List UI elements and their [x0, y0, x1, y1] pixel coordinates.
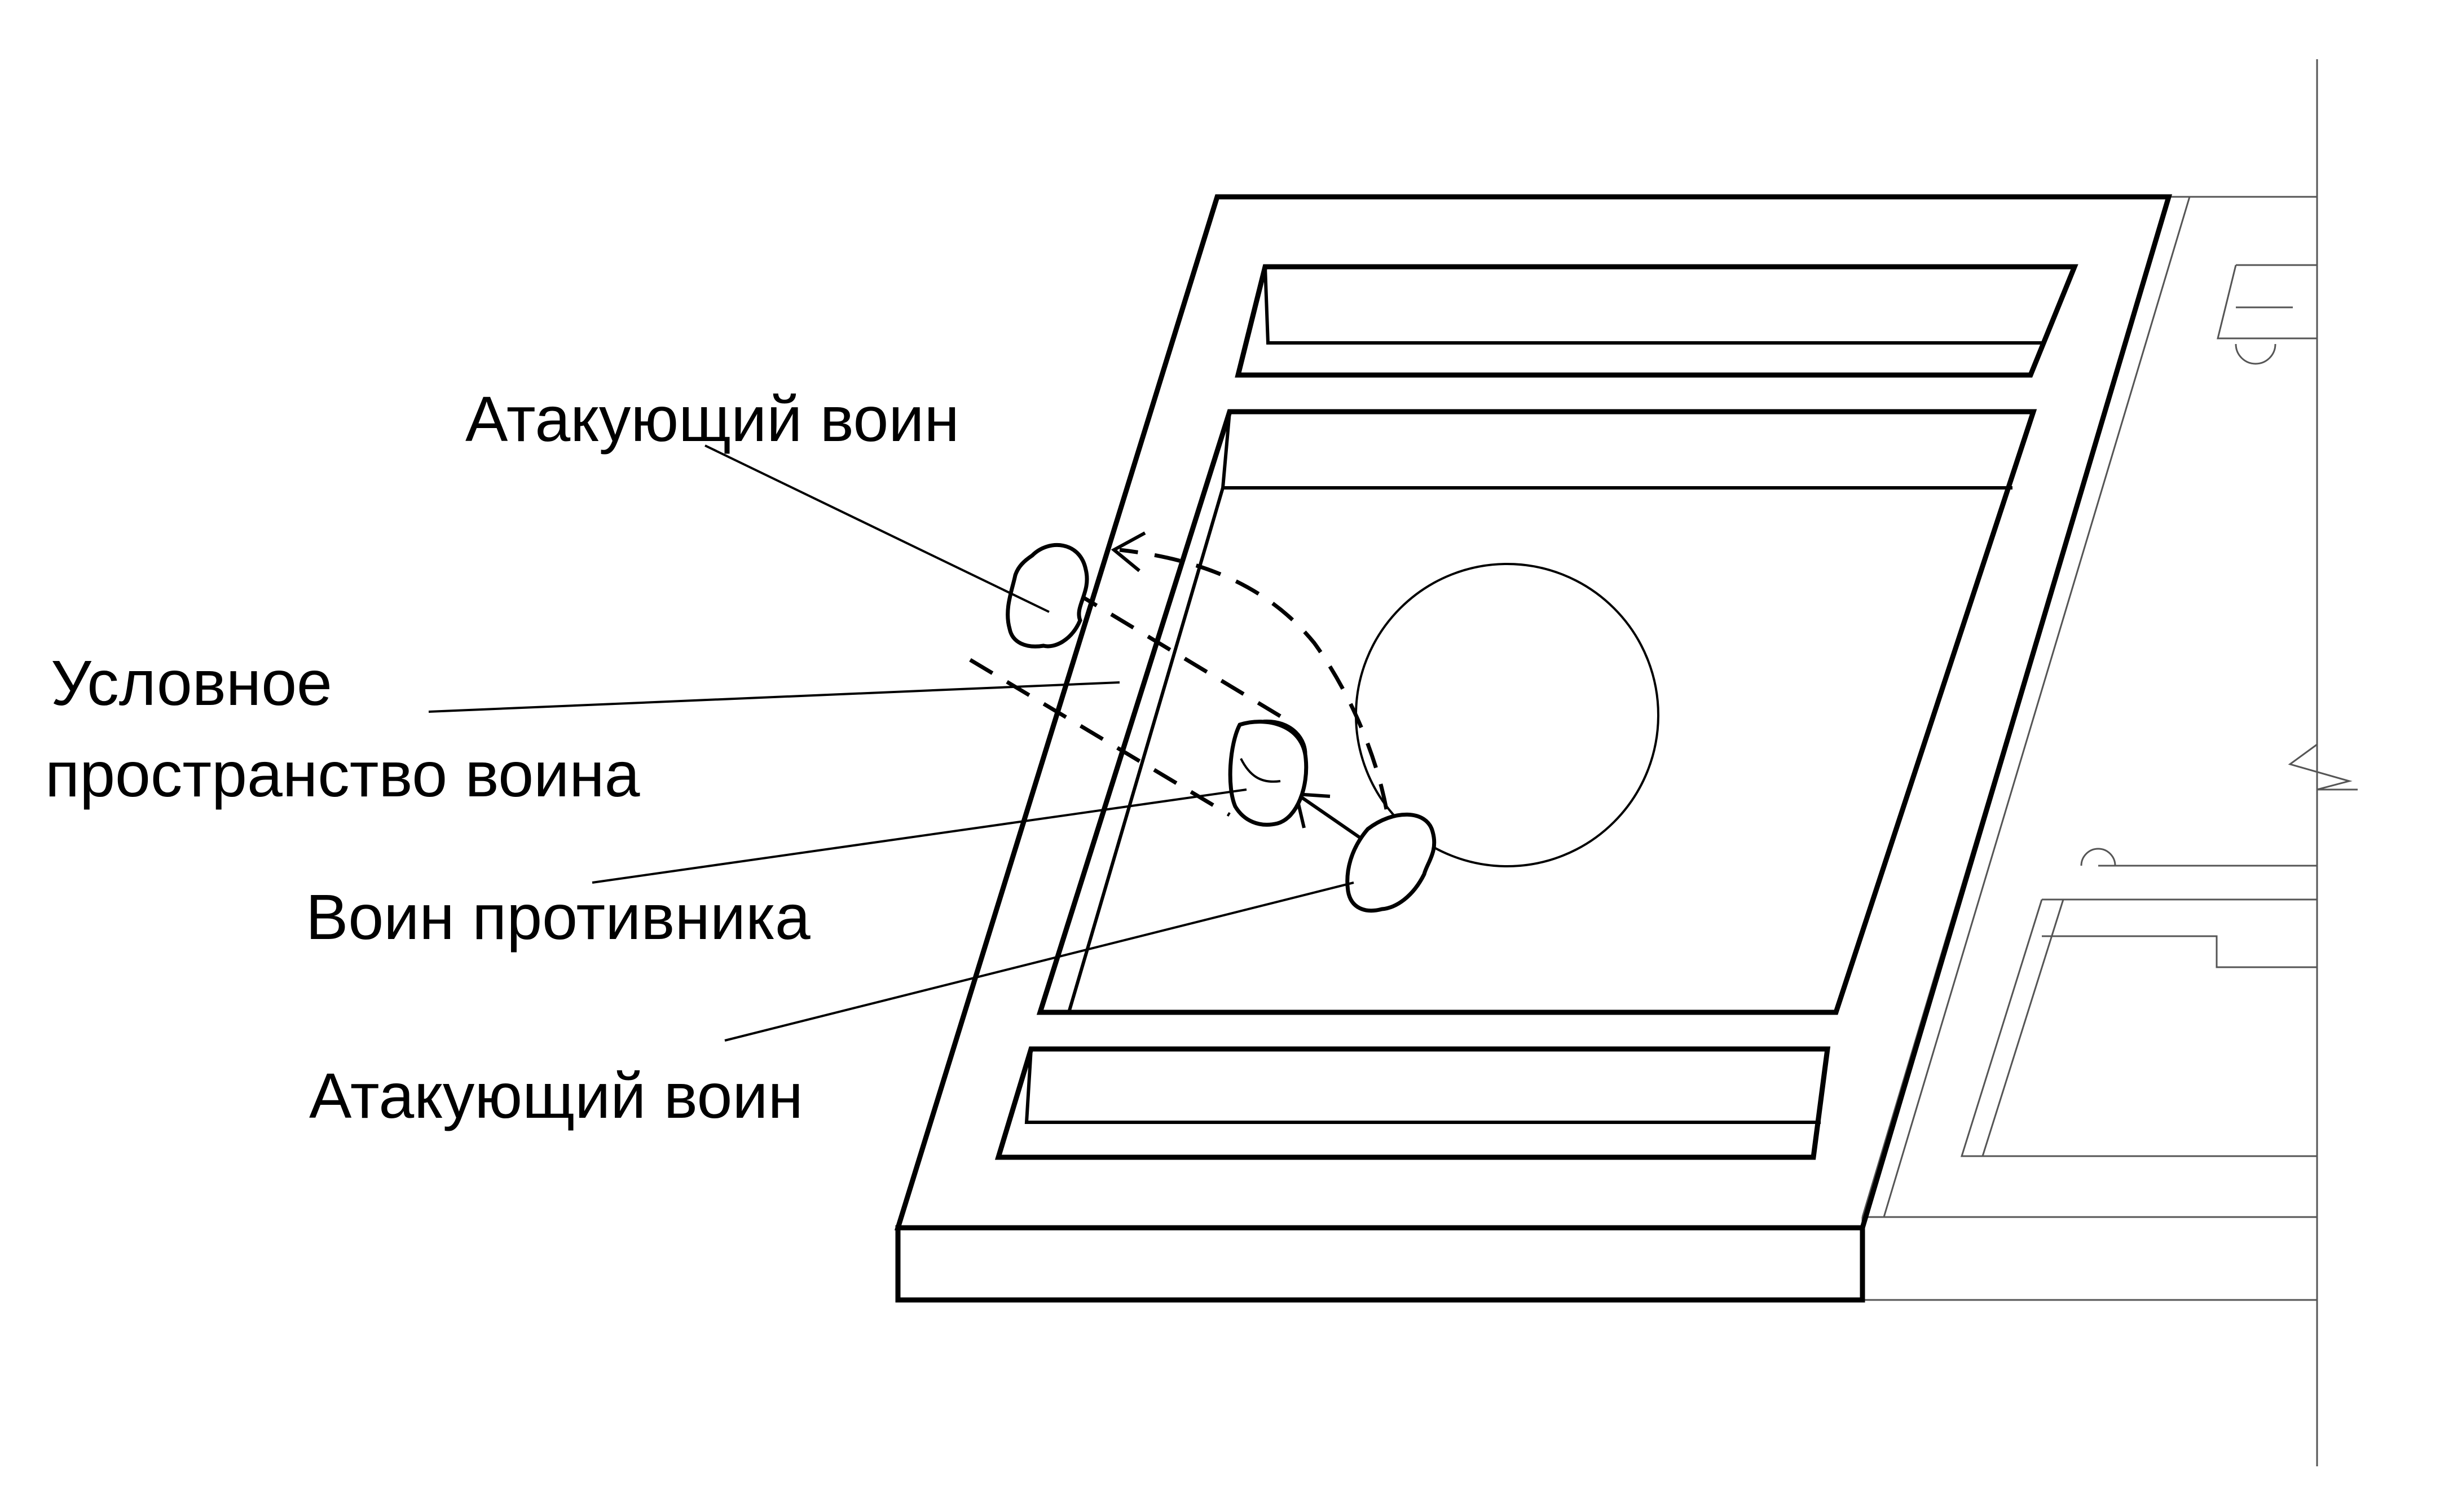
approach-arrow-line	[1299, 795, 1365, 842]
leader-lines	[428, 444, 1354, 1042]
label-attacking-warrior-top: Атакующий воин	[465, 383, 959, 455]
enemy-warrior-figure	[1228, 720, 1309, 827]
label-conditional-space-line1: Условное	[51, 647, 332, 718]
label-attacking-warrior-bottom: Атакующий воин	[309, 1060, 803, 1131]
leader-attacking-warrior-bottom	[724, 881, 1354, 1042]
attacking-warrior-top-figure	[1006, 543, 1089, 649]
label-enemy-warrior: Воин противника	[306, 881, 811, 953]
trajectory-dashed-arrow	[1119, 548, 1389, 810]
warrior-scene	[969, 531, 1437, 913]
leader-attacking-warrior-top	[704, 444, 1050, 613]
space-dash-line-upper	[1073, 590, 1296, 726]
labels: Атакующий воин Условное пространство вои…	[45, 383, 959, 1131]
platform	[894, 194, 2173, 1303]
leader-enemy-warrior	[592, 788, 1247, 884]
attacking-warrior-bottom-figure	[1345, 812, 1437, 913]
space-dash-line-lower	[969, 658, 1231, 817]
leader-conditional-space	[428, 681, 1120, 713]
label-conditional-space-line2: пространство воина	[45, 739, 640, 810]
trajectory-arrowhead	[1111, 531, 1146, 572]
adjacent-structure	[1861, 59, 2358, 1466]
